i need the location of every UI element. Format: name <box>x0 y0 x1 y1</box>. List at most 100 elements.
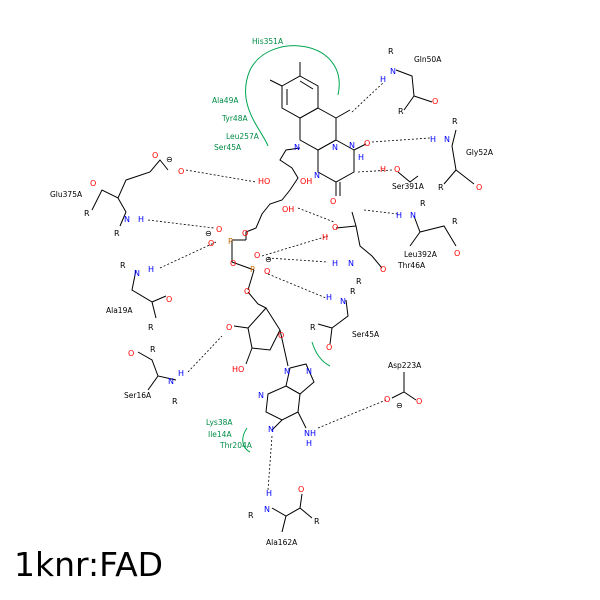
atom-gly52-o: O <box>476 183 482 192</box>
residue-label-thr46: Thr46A <box>397 261 426 270</box>
atom-phosphate-p2: P <box>250 265 255 274</box>
atom-ribityl-ho2: HO <box>258 177 270 186</box>
atom-glu375-r1: R <box>84 209 90 218</box>
residue-label-ala19: Ala19A <box>106 306 133 315</box>
atom-phosphate-o-d: O <box>254 251 260 260</box>
residue-label-gln50: Gln50A <box>414 55 442 64</box>
atom-gln50-h: H <box>380 75 386 84</box>
atom-phosphate-minus-1: ⊖ <box>205 229 212 238</box>
residue-label-ala49: Ala49A <box>212 96 239 105</box>
residue-skeletons <box>91 69 475 533</box>
atom-ala19-h: H <box>148 265 154 274</box>
atom-gln50-n: N <box>390 67 396 76</box>
atom-gln50-o: O <box>432 97 438 106</box>
atom-adenine-n9: N <box>284 367 290 376</box>
atom-ala162-r2: R <box>314 517 320 526</box>
atom-ala162-h: H <box>266 489 272 498</box>
atom-phosphate-o-a: O <box>216 225 222 234</box>
atom-phosphate-p1: P <box>228 237 233 246</box>
atom-adenine-nh2: NH <box>304 429 316 438</box>
atom-leu392-r2: R <box>452 217 458 226</box>
hydrophobic-arc-ser45 <box>311 341 331 367</box>
atom-glu375-o2: O <box>178 167 184 176</box>
atom-glu375-minus: ⊖ <box>166 155 173 164</box>
atom-thr46-o: O <box>332 223 338 232</box>
atom-adenine-h: H <box>306 439 312 448</box>
atom-ser45-r2: R <box>310 323 316 332</box>
atom-thr46-h2: H <box>332 259 338 268</box>
hydrophobic-arc-top <box>245 45 340 147</box>
atom-adenine-n3: N <box>258 391 264 400</box>
residue-label-leu392: Leu392A <box>404 250 438 259</box>
atom-ribityl-oh1: OH <box>300 177 312 186</box>
residue-label-leu257: Leu257A <box>226 132 260 141</box>
atom-gln50-r: R <box>388 47 394 56</box>
atom-labels: N N N N O O H OH HO OH O P P O O O O O O… <box>84 47 482 526</box>
atom-flavin-o2: O <box>330 197 336 206</box>
atom-asp223-minus: ⊖ <box>396 401 403 410</box>
atom-gly52-r: R <box>452 117 458 126</box>
atom-ser391-h: H <box>380 165 386 174</box>
atom-ala162-n: N <box>264 505 270 514</box>
atom-asp223-o: O <box>384 395 390 404</box>
atom-leu392-h: H <box>396 211 402 220</box>
residue-label-glu375: Glu375A <box>50 190 83 199</box>
atom-glu375-o: O <box>152 151 158 160</box>
page-title: 1knr:FAD <box>14 545 164 584</box>
atom-gly52-n: N <box>444 135 450 144</box>
residue-label-ile14: Ile14A <box>208 430 232 439</box>
atom-ala162-o: O <box>298 485 304 494</box>
atom-ser16-r: R <box>150 345 156 354</box>
atom-leu392-n: N <box>410 211 416 220</box>
residue-label-ser391: Ser391A <box>392 182 425 191</box>
atom-ribose-o4: O <box>278 331 284 340</box>
atom-ser16-n: N <box>168 377 174 386</box>
atom-ser16-h: H <box>178 369 184 378</box>
atom-phosphate-o-c: O <box>230 259 236 268</box>
atom-ala19-r2: R <box>148 323 154 332</box>
residue-label-ser16: Ser16A <box>124 391 152 400</box>
atom-phosphate-o-b: O <box>208 239 214 248</box>
atom-phosphate-minus-2: ⊖ <box>265 255 272 264</box>
atom-ala162-r: R <box>248 511 254 520</box>
atom-adenine-n1: N <box>268 425 274 434</box>
atom-ser16-o: O <box>128 349 134 358</box>
atom-ser16-r2: R <box>172 397 178 406</box>
atom-gln50-r2: R <box>398 107 404 116</box>
atom-ribose-o3: O <box>226 323 232 332</box>
atom-ser45-r: R <box>350 287 356 296</box>
residue-label-ala162: Ala162A <box>266 538 298 547</box>
atom-flavin-o4: O <box>364 139 370 148</box>
hydrogen-bonds <box>147 81 431 491</box>
residue-label-tyr48: Tyr48A <box>221 114 248 123</box>
atom-ribityl-oh3: OH <box>282 205 294 214</box>
atom-ser45-h: H <box>326 293 332 302</box>
atom-ala19-n: N <box>134 269 140 278</box>
residue-label-ser45-top: Ser45A <box>214 143 242 152</box>
atom-leu392-o: O <box>454 249 460 258</box>
atom-flavin-h: H <box>358 153 364 162</box>
atom-glu375-n: N <box>124 215 130 224</box>
atom-phosphate-o-f: O <box>244 287 250 296</box>
atom-phosphate-o-e: O <box>264 267 270 276</box>
atom-flavin-n5: N <box>332 143 338 152</box>
atom-ala19-o: O <box>166 295 172 304</box>
atom-thr46-h: H <box>322 233 328 242</box>
atom-glu375-h: H <box>138 215 144 224</box>
atom-ala19-r: R <box>120 261 126 270</box>
atom-gly52-h: H <box>430 135 436 144</box>
flavin-ring <box>269 62 367 196</box>
atom-thr46-n: N <box>348 259 354 268</box>
atom-thr46-r: R <box>356 277 362 286</box>
residue-label-gly52: Gly52A <box>466 148 494 157</box>
hydrophobic-arc-lys38 <box>242 427 251 453</box>
atom-glu375-r2: R <box>114 229 120 238</box>
residue-label-lys38: Lys38A <box>206 418 233 427</box>
atom-ser45-o: O <box>326 343 332 352</box>
residue-label-asp223: Asp223A <box>388 361 422 370</box>
residue-label-thr204: Thr204A <box>219 441 253 450</box>
residue-label-ser45-bottom: Ser45A <box>352 330 380 339</box>
atom-flavin-n1: N <box>314 171 320 180</box>
residue-labels: His351A Gln50A Ala49A Tyr48A Leu257A Ser… <box>50 37 494 547</box>
